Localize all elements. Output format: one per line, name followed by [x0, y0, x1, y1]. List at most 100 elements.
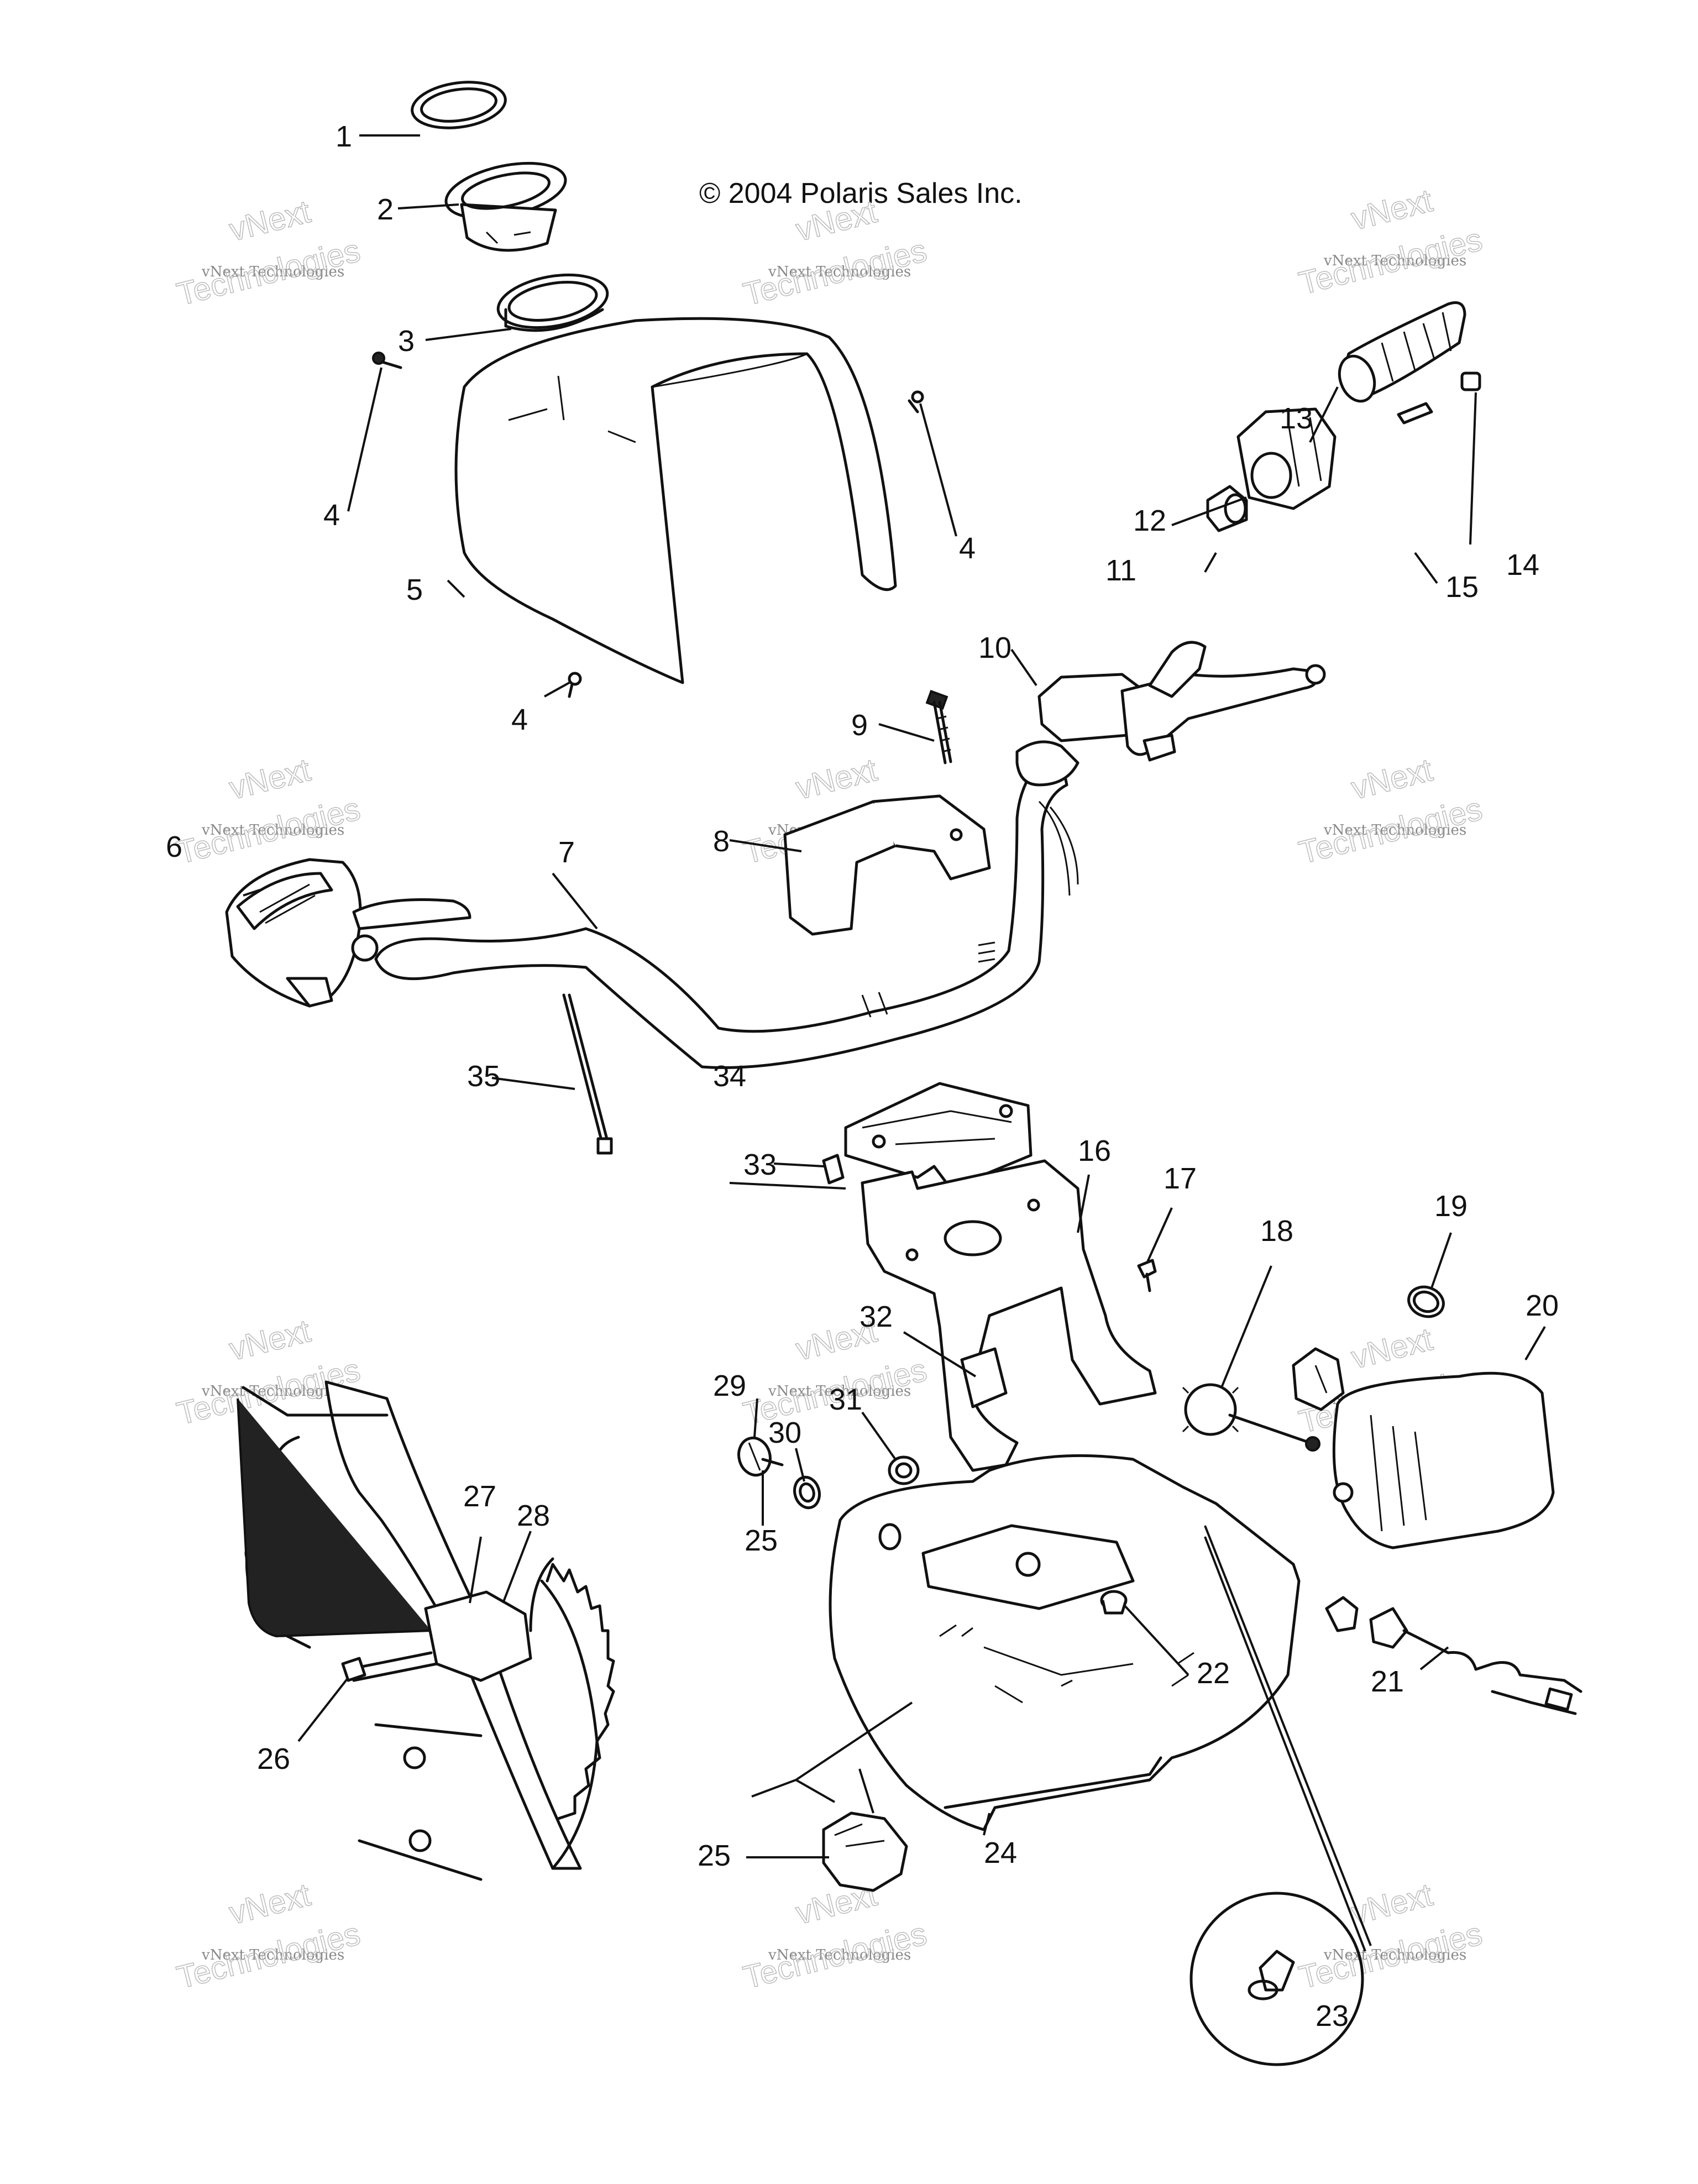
callout-16: 16	[1078, 1134, 1111, 1167]
callout-4-right: 4	[959, 532, 976, 565]
part-19-o-ring	[1407, 1285, 1445, 1318]
part-14-cap	[1460, 371, 1481, 391]
callout-1: 1	[336, 120, 352, 153]
watermark-text: vNext Technologies	[1323, 822, 1466, 839]
watermark-text: Technologies	[174, 1915, 364, 1996]
callout-18: 18	[1260, 1214, 1293, 1248]
part-17-screw	[1137, 1259, 1157, 1292]
callout-33: 33	[743, 1148, 777, 1181]
callout-3: 3	[398, 324, 415, 358]
part-21-cable	[1325, 1596, 1582, 1715]
part-13-grip	[1338, 301, 1466, 403]
part-3-seal	[496, 273, 609, 332]
watermark-text: vNext	[226, 1313, 314, 1368]
watermark-text: vNext Technologies	[1323, 1947, 1466, 1963]
part-30-nut	[793, 1475, 821, 1510]
part-25-switch-lower	[822, 1811, 908, 1892]
callout-28: 28	[517, 1499, 550, 1532]
part-18-adjuster	[1182, 1383, 1320, 1452]
callout-23: 23	[1316, 1999, 1349, 2033]
watermark-text: vNext	[1348, 1321, 1436, 1376]
callout-32: 32	[860, 1300, 893, 1333]
callout-6: 6	[166, 830, 182, 863]
part-34-lower-clamp	[844, 1082, 1033, 1190]
watermark-text: Technologies	[740, 232, 930, 312]
part-32-label	[960, 1347, 1008, 1408]
part-4-screw	[908, 390, 924, 413]
callout-4-left: 4	[323, 499, 340, 532]
part-29-switch	[737, 1436, 784, 1477]
watermark-text: vNext Technologies	[1323, 253, 1466, 269]
callout-14: 14	[1506, 548, 1539, 582]
part-35-cable-tie	[562, 993, 613, 1155]
callout-20: 20	[1526, 1289, 1559, 1322]
watermark-text: Technologies	[740, 1915, 930, 1996]
watermark-text: vNext	[226, 1877, 314, 1931]
watermark-text: Technologies	[1296, 221, 1486, 301]
watermark-text: Technologies	[1296, 790, 1486, 871]
part-20-headlight	[1292, 1347, 1555, 1549]
callout-17: 17	[1164, 1162, 1197, 1195]
part-24-headlight-housing	[829, 1454, 1301, 1831]
callout-29: 29	[713, 1369, 746, 1402]
part-9-bolt	[925, 689, 952, 764]
watermark-text: vNext	[792, 752, 881, 806]
callout-11: 11	[1105, 554, 1136, 587]
watermark-text: vNext	[226, 752, 314, 806]
part-6-switch-housing	[225, 858, 471, 1008]
leader-lines	[243, 134, 1546, 1858]
callout-4-bottom: 4	[511, 703, 528, 736]
part-2-cap	[444, 161, 567, 252]
callout-2: 2	[377, 193, 394, 226]
part-8-upper-clamp	[783, 794, 991, 936]
watermark-text: Technologies	[174, 232, 364, 312]
part-31-washer	[888, 1455, 920, 1485]
callout-25-upper: 25	[745, 1524, 778, 1557]
part-4-screw	[568, 672, 582, 698]
callout-21: 21	[1371, 1665, 1404, 1698]
callout-15: 15	[1445, 570, 1479, 604]
callout-35: 35	[467, 1060, 500, 1093]
part-1-ring	[411, 81, 507, 129]
callout-13: 13	[1280, 402, 1313, 435]
part-16-bracket	[861, 1159, 1157, 1472]
part-4-screw	[372, 352, 402, 369]
callout-5: 5	[406, 573, 423, 606]
callout-25-lower: 25	[698, 1839, 731, 1872]
callout-9: 9	[851, 709, 868, 742]
callout-27: 27	[463, 1480, 496, 1513]
watermark-text: vNext Technologies	[768, 1383, 911, 1400]
watermark-text: Technologies	[1296, 1915, 1486, 1996]
callout-10: 10	[978, 631, 1012, 664]
callout-26: 26	[257, 1742, 290, 1776]
part-11-bushing	[1206, 485, 1248, 532]
part-5-pod-cover	[454, 317, 897, 684]
watermark-text: vNext Technologies	[768, 264, 911, 280]
callout-12: 12	[1133, 504, 1166, 537]
part-23-inset	[1189, 1525, 1372, 2066]
watermark-text: vNext Technologies	[201, 1947, 344, 1963]
brake-assembly-inset	[237, 1380, 615, 1881]
watermark-text: vNext	[226, 193, 314, 248]
callout-19: 19	[1434, 1190, 1468, 1223]
callout-labels: 1 2 3 4 4 4 5 6 7 8 9 10 11 12 13 14 15 …	[166, 120, 1559, 2033]
callout-34: 34	[713, 1060, 746, 1093]
part-10-brake-lever	[1037, 641, 1326, 762]
watermark-text: vNext	[1348, 182, 1436, 237]
callout-31: 31	[829, 1383, 862, 1416]
watermark-text: vNext Technologies	[201, 264, 344, 280]
watermark-text: vNext Technologies	[201, 822, 344, 839]
watermark-text: Technologies	[174, 790, 364, 871]
part-12-throttle-housing	[1236, 407, 1337, 510]
copyright-notice: © 2004 Polaris Sales Inc.	[699, 177, 1023, 210]
callout-30: 30	[768, 1416, 801, 1449]
callout-8: 8	[713, 825, 730, 858]
callout-22: 22	[1197, 1657, 1230, 1690]
watermark-text: vNext	[792, 193, 881, 248]
watermark-text: vNext	[1348, 752, 1436, 806]
part-7-handlebar	[374, 740, 1079, 1069]
watermark-text: vNext Technologies	[201, 1383, 344, 1400]
part-15-screw	[1397, 402, 1433, 425]
